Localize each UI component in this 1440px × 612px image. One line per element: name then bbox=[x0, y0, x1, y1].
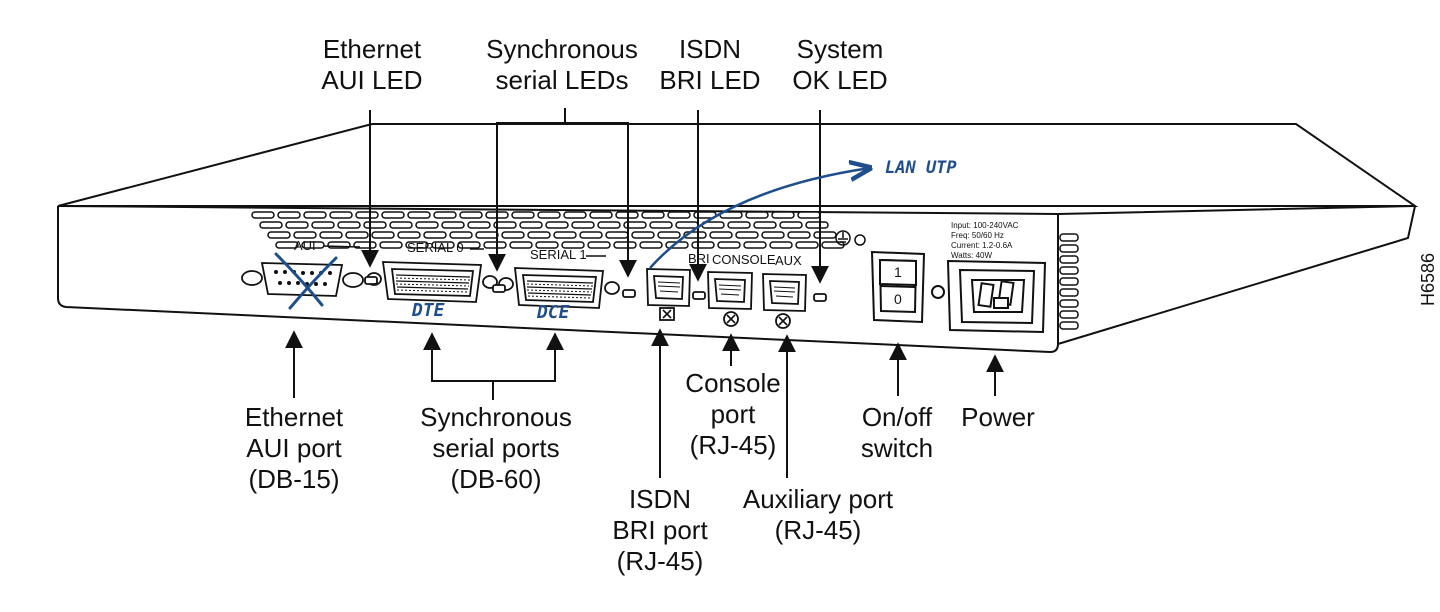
label-ethernet-aui-led: EthernetAUI LED bbox=[321, 34, 422, 96]
panel-label-serial0: SERIAL 0 bbox=[407, 240, 464, 255]
power-switch-shape bbox=[872, 252, 944, 322]
serial0-port-shape bbox=[367, 262, 497, 302]
label-isdn-bri-port: ISDNBRI port(RJ-45) bbox=[612, 484, 707, 577]
handwritten-lan-utp: LAN UTP bbox=[885, 158, 957, 178]
label-isdn-bri-led: ISDNBRI LED bbox=[659, 34, 760, 96]
label-ethernet-aui-port: EthernetAUI port(DB-15) bbox=[245, 402, 343, 495]
handwritten-dte: DTE bbox=[412, 300, 445, 321]
power-inlet-shape bbox=[948, 261, 1045, 332]
system-ok-led bbox=[814, 294, 826, 301]
label-synchronous-serial-ports: Synchronousserial ports(DB-60) bbox=[420, 402, 572, 495]
label-console-port: Consoleport(RJ-45) bbox=[685, 368, 780, 461]
power-rating-label: Input: 100-240VACFreq: 50/60 HzCurrent: … bbox=[951, 221, 1018, 261]
label-synchronous-serial-leds: Synchronousserial LEDs bbox=[486, 34, 638, 96]
label-power: Power bbox=[961, 402, 1035, 433]
panel-label-console: CONSOLE bbox=[712, 252, 776, 267]
panel-label-serial1: SERIAL 1 bbox=[530, 247, 587, 262]
side-vents bbox=[1060, 234, 1078, 329]
figure-id: H6586 bbox=[1418, 253, 1439, 306]
label-on-off-switch: On/offswitch bbox=[861, 402, 933, 464]
handwritten-dce: DCE bbox=[537, 302, 570, 323]
vent-slots bbox=[252, 212, 844, 248]
serial1-led bbox=[623, 290, 635, 297]
aui-port-shape bbox=[242, 263, 363, 296]
panel-label-bri: BRI bbox=[688, 251, 710, 266]
switch-off-mark: 0 bbox=[894, 291, 902, 307]
bri-led bbox=[693, 292, 705, 299]
switch-on-mark: 1 bbox=[894, 264, 902, 280]
panel-label-aux: AUX bbox=[775, 253, 802, 268]
aui-led bbox=[365, 277, 377, 284]
label-system-ok-led: SystemOK LED bbox=[792, 34, 887, 96]
label-auxiliary-port: Auxiliary port(RJ-45) bbox=[743, 484, 893, 546]
panel-label-aui: AUI bbox=[294, 238, 316, 253]
serial0-led bbox=[493, 285, 505, 292]
